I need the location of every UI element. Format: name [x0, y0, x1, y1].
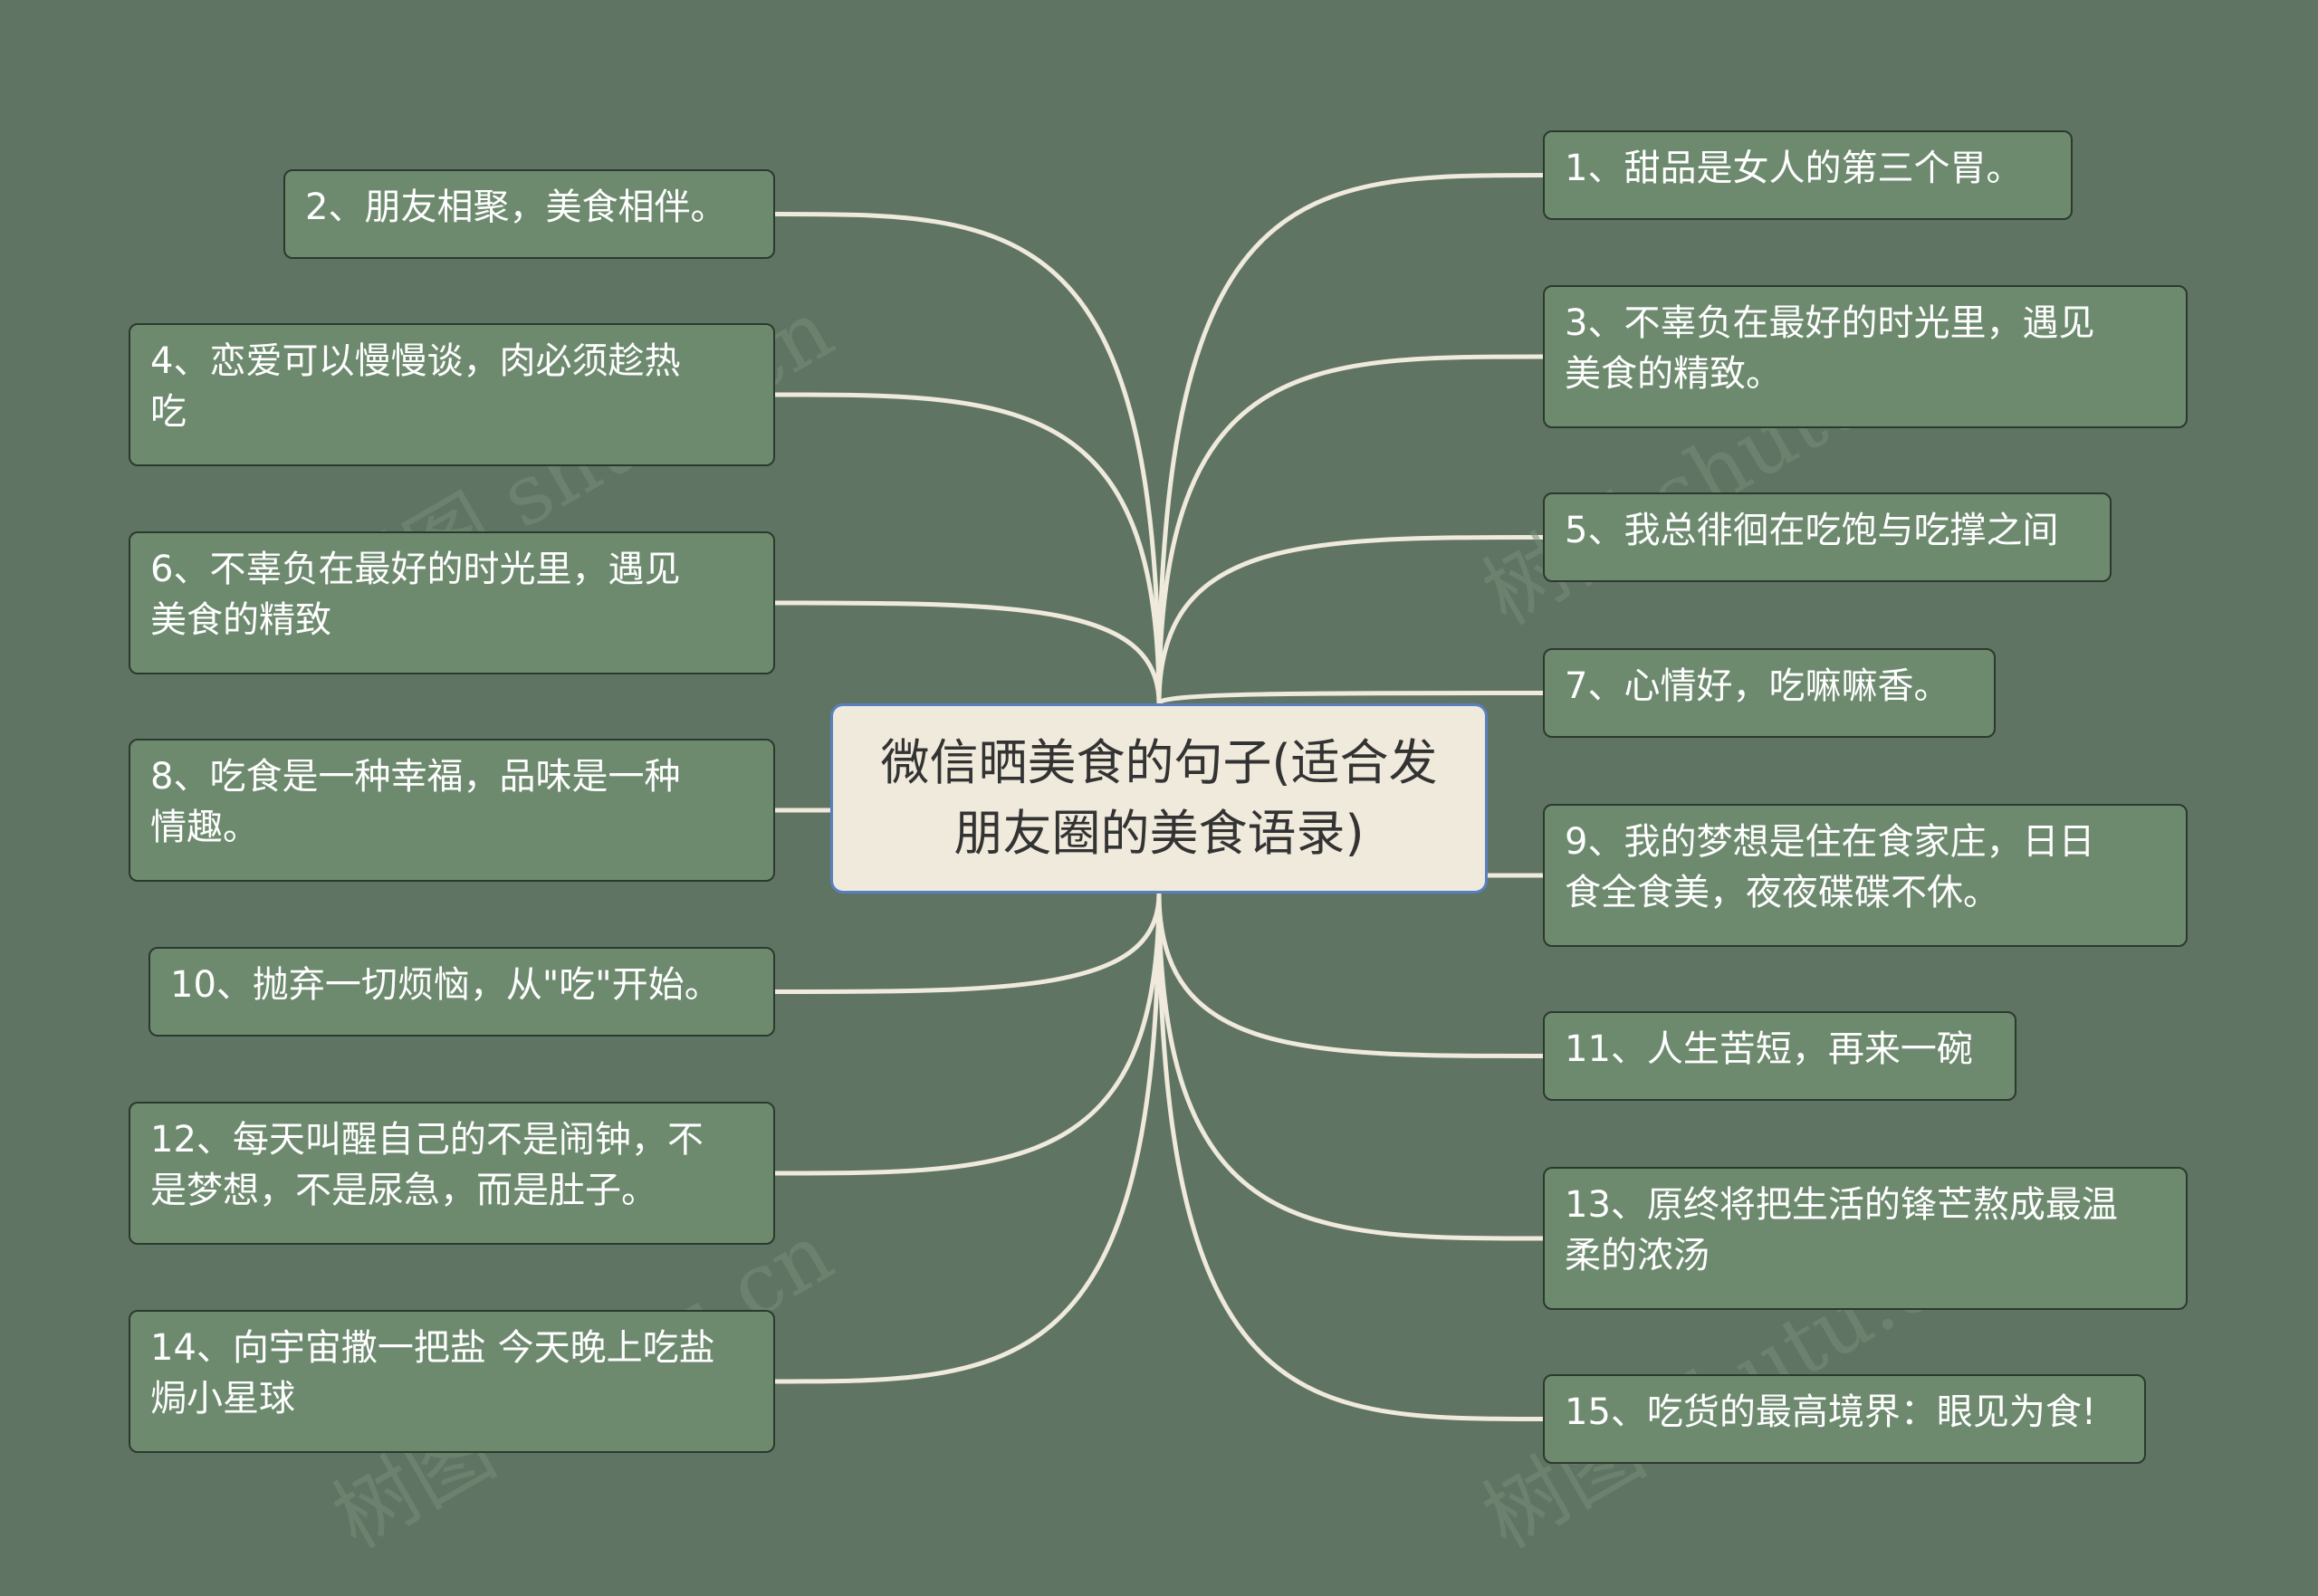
branch-node-15[interactable]: 15、吃货的最高境界：眼见为食!	[1543, 1374, 2146, 1464]
branch-node-3[interactable]: 3、不辜负在最好的时光里，遇见 美食的精致。	[1543, 285, 2188, 428]
connector-right-7	[1156, 891, 1546, 1421]
branch-node-11[interactable]: 11、人生苦短，再来一碗	[1543, 1011, 2016, 1101]
connector-right-0	[1156, 173, 1546, 706]
connector-right-3	[1156, 691, 1546, 706]
connector-right-1	[1156, 354, 1546, 706]
branch-node-5[interactable]: 5、我总徘徊在吃饱与吃撑之间	[1543, 492, 2112, 582]
branch-node-13[interactable]: 13、原终将把生活的锋芒熬成最温 柔的浓汤	[1543, 1167, 2188, 1310]
branch-node-12[interactable]: 12、每天叫醒自己的不是闹钟，不 是梦想，不是尿急，而是肚子。	[129, 1102, 775, 1245]
connector-right-5	[1156, 891, 1546, 1058]
branch-node-9[interactable]: 9、我的梦想是住在食家庄，日日 食全食美，夜夜碟碟不休。	[1543, 804, 2188, 947]
connector-left-0	[772, 212, 1162, 706]
connector-left-2	[772, 600, 1162, 706]
branch-node-14[interactable]: 14、向宇宙撒一把盐 今天晚上吃盐 焗小星球	[129, 1310, 775, 1453]
branch-node-7[interactable]: 7、心情好，吃嘛嘛香。	[1543, 648, 1996, 738]
branch-node-8[interactable]: 8、吃食是一种幸福，品味是一种 情趣。	[129, 739, 775, 882]
branch-node-6[interactable]: 6、不辜负在最好的时光里，遇见 美食的精致	[129, 531, 775, 674]
connector-right-2	[1156, 535, 1546, 706]
connector-left-4	[772, 891, 1162, 994]
branch-node-10[interactable]: 10、抛弃一切烦恼，从"吃"开始。	[148, 947, 775, 1037]
root-topic[interactable]: 微信晒美食的句子(适合发 朋友圈的美食语录)	[830, 703, 1488, 894]
branch-node-4[interactable]: 4、恋爱可以慢慢谈，肉必须趁热 吃	[129, 323, 775, 466]
branch-node-1[interactable]: 1、甜品是女人的第三个胃。	[1543, 130, 2073, 220]
connector-left-1	[772, 392, 1162, 706]
connector-left-6	[772, 891, 1162, 1384]
connector-left-5	[772, 891, 1162, 1176]
connector-right-6	[1156, 891, 1546, 1241]
branch-node-2[interactable]: 2、朋友相聚，美食相伴。	[283, 169, 775, 259]
